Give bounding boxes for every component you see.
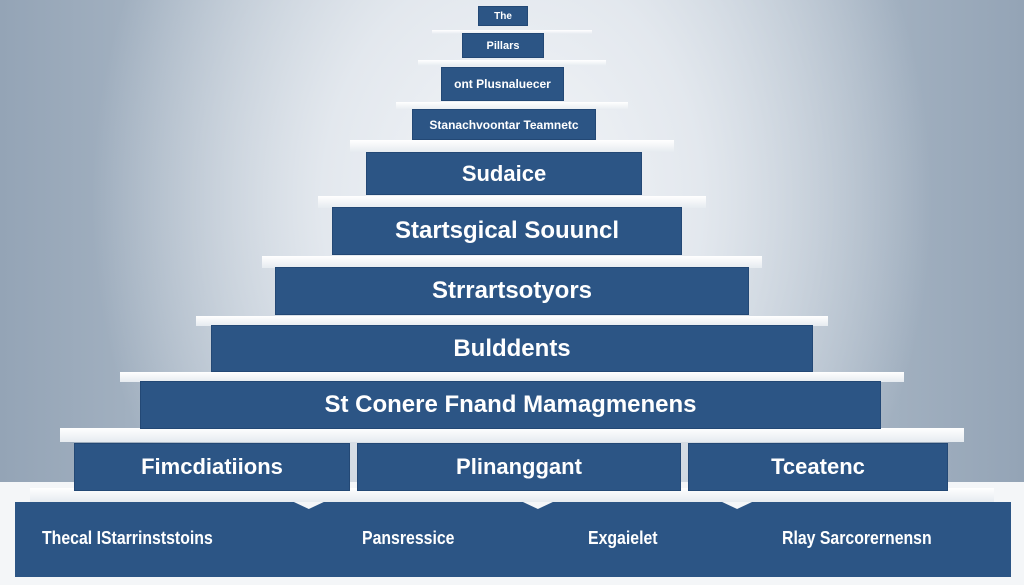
pyramid-tier-1: The <box>478 6 528 26</box>
pillar-label: Fimcdiatiions <box>141 454 283 479</box>
pyramid-tier-8: Bulddents <box>211 325 813 372</box>
tier-label: Stanachvoontar Teamnetc <box>429 117 579 132</box>
tier-label: Bulddents <box>453 334 571 362</box>
foundation-label-4: Rlay Sarcorernensn <box>782 528 932 548</box>
pyramid-tier-5: Sudaice <box>366 152 642 195</box>
step-ledge <box>60 428 964 442</box>
step-ledge <box>196 316 828 326</box>
tier-label: Startsgical Souuncl <box>394 217 620 244</box>
pyramid-tier-4: Stanachvoontar Teamnetc <box>412 109 596 140</box>
pyramid-tier-2: Pillars <box>462 33 544 58</box>
foundation-label-3: Exgaielet <box>588 528 658 548</box>
step-ledge <box>432 30 592 34</box>
step-ledge <box>418 60 606 66</box>
tier-label: Pillars <box>486 39 520 52</box>
pillar-right: Tceatenc <box>688 443 948 491</box>
pillar-label: Tceatenc <box>771 454 865 479</box>
step-ledge <box>350 140 674 152</box>
pillar-center: Plinanggant <box>357 443 681 491</box>
step-ledge <box>318 196 706 208</box>
pillar-left: Fimcdiatiions <box>74 443 350 491</box>
pyramid-tier-9: St Conere Fnand Mamagmenens <box>140 381 881 429</box>
tier-label: The <box>494 10 512 22</box>
step-ledge <box>120 372 904 382</box>
pillar-label: Plinanggant <box>456 454 582 479</box>
foundation-base <box>15 502 1011 577</box>
foundation-label-2: Pansressice <box>362 528 455 548</box>
pyramid-tier-7: Strrartsotyors <box>275 267 749 315</box>
tier-label: ont Plusnaluecer <box>454 77 551 91</box>
step-ledge <box>30 488 994 502</box>
foundation-label-1: Thecal IStarrinststoins <box>42 528 213 548</box>
tier-label: Sudaice <box>461 160 547 186</box>
tier-label: St Conere Fnand Mamagmenens <box>324 391 697 418</box>
step-ledge <box>262 256 762 268</box>
tier-label: Strrartsotyors <box>431 277 593 304</box>
pyramid-tier-3: ont Plusnaluecer <box>441 67 564 101</box>
step-ledge <box>396 102 628 110</box>
pyramid-tier-6: Startsgical Souuncl <box>332 207 682 255</box>
